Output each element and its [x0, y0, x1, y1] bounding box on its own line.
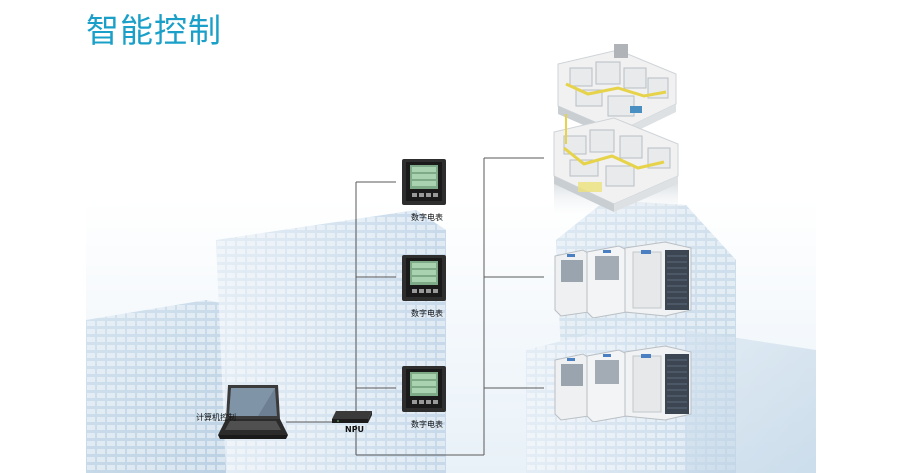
ac-outdoor-unit-icon [554, 241, 692, 318]
building-floorplan-icon [553, 44, 679, 220]
npu-device-icon [332, 411, 372, 423]
laptop-icon [218, 385, 288, 439]
digital-meter-icon [402, 366, 446, 412]
digital-meter-icon [402, 255, 446, 301]
page-title: 智能控制 [86, 11, 222, 50]
meter-label-1: 数字电表 [411, 213, 443, 222]
digital-meter-icon [402, 159, 446, 205]
meter-label-3: 数字电表 [411, 420, 443, 429]
meter-label-2: 数字电表 [411, 309, 443, 318]
computer-label: 计算机控制 [196, 413, 236, 422]
ac-outdoor-unit-icon [554, 345, 692, 422]
npu-label: NPU [345, 425, 365, 434]
